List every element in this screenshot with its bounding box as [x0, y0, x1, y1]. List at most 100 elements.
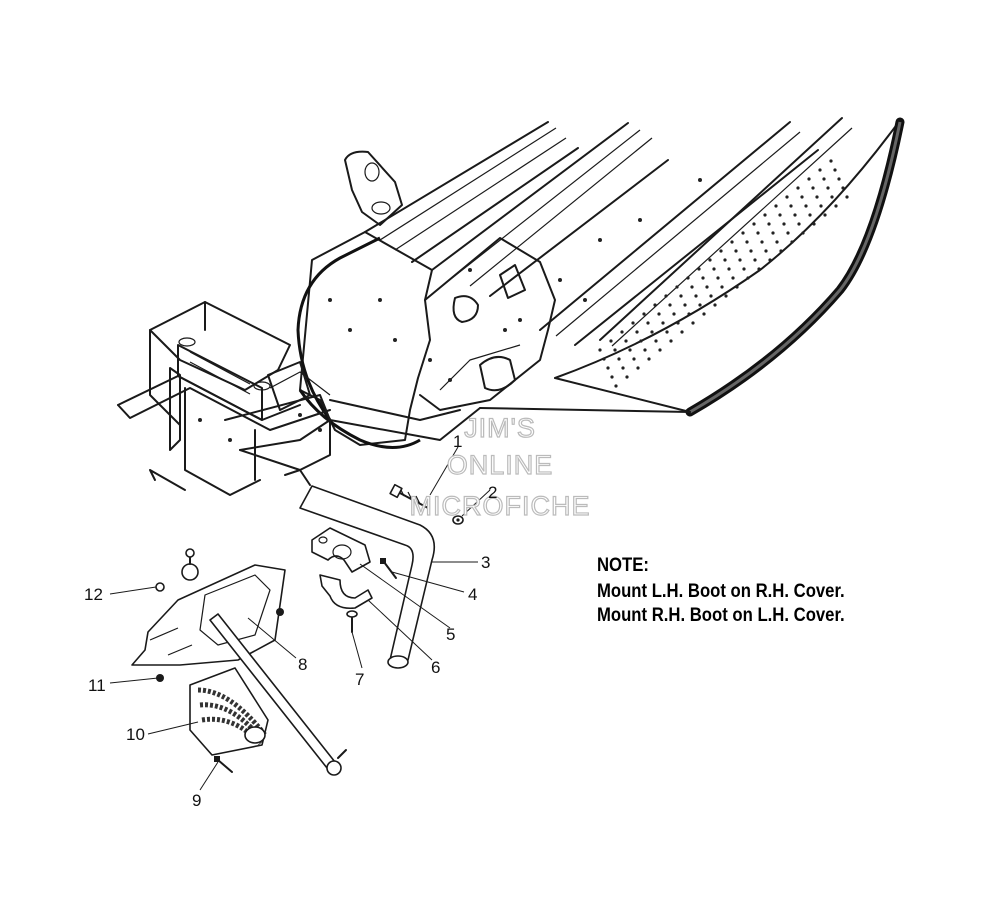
- perforation-hole: [698, 303, 702, 307]
- perforation-hole: [837, 177, 841, 181]
- perforation-hole: [819, 204, 823, 208]
- callout-labels: 1 2 3 4 5 6 7 8 9 10 11 12: [84, 432, 497, 810]
- perforation-hole: [753, 258, 757, 262]
- perforation-hole: [841, 186, 845, 190]
- perforation-hole: [723, 258, 727, 262]
- perforation-hole: [735, 285, 739, 289]
- perforation-hole: [690, 285, 694, 289]
- perforation-hole: [741, 231, 745, 235]
- frame-rivet: [328, 298, 332, 302]
- callout-8: 8: [298, 655, 307, 674]
- perforation-hole: [778, 213, 782, 217]
- perforation-hole: [624, 339, 628, 343]
- perforation-hole: [617, 357, 621, 361]
- perforation-hole: [628, 348, 632, 352]
- perforation-hole: [830, 195, 834, 199]
- perforation-hole: [793, 213, 797, 217]
- perforation-hole: [724, 294, 728, 298]
- perforation-hole: [822, 177, 826, 181]
- perforation-hole: [675, 285, 679, 289]
- part-11-screw: [156, 674, 164, 682]
- perforation-hole: [796, 186, 800, 190]
- perforation-hole: [745, 240, 749, 244]
- part-10-boot: [189, 667, 269, 756]
- perforation-hole: [808, 213, 812, 217]
- callout-12: 12: [84, 585, 103, 604]
- callout-9: 9: [192, 791, 201, 810]
- perforation-hole: [774, 204, 778, 208]
- watermark-line-1: JIM'S: [464, 413, 536, 443]
- perforation-hole: [785, 195, 789, 199]
- perforation-hole: [730, 240, 734, 244]
- perforation-hole: [811, 186, 815, 190]
- part-5-clamp: [311, 527, 371, 573]
- frame-rivet: [638, 218, 642, 222]
- perforation-hole: [686, 276, 690, 280]
- perforation-hole: [653, 303, 657, 307]
- perforation-hole: [789, 204, 793, 208]
- leader-lines: [109, 446, 491, 791]
- perforation-hole: [602, 357, 606, 361]
- part-1-bolt: [389, 483, 429, 509]
- callout-3: 3: [481, 553, 490, 572]
- perforation-hole: [713, 303, 717, 307]
- perforation-hole: [720, 285, 724, 289]
- perforation-hole: [763, 213, 767, 217]
- perforation-hole: [694, 294, 698, 298]
- perforation-hole: [801, 231, 805, 235]
- perforation-hole: [609, 339, 613, 343]
- perforation-hole: [742, 267, 746, 271]
- perforation-hole: [635, 330, 639, 334]
- perforation-hole: [823, 213, 827, 217]
- part-2-nut: [452, 515, 464, 525]
- perforation-hole: [757, 267, 761, 271]
- perforation-hole: [746, 276, 750, 280]
- perforation-hole: [661, 321, 665, 325]
- perforation-hole: [804, 204, 808, 208]
- perforation-hole: [826, 186, 830, 190]
- perforation-hole: [669, 339, 673, 343]
- note-heading: NOTE:: [597, 554, 649, 575]
- frame-rivet: [198, 418, 202, 422]
- perforation-hole: [749, 249, 753, 253]
- frame-rivet: [298, 413, 302, 417]
- part-9-screw: [214, 756, 233, 773]
- frame-rivet: [228, 438, 232, 442]
- perforation-hole: [760, 240, 764, 244]
- frame-rivet: [393, 338, 397, 342]
- perforation-hole: [654, 339, 658, 343]
- perforation-hole: [687, 312, 691, 316]
- perforation-hole: [767, 222, 771, 226]
- perforation-hole: [621, 366, 625, 370]
- watermark-line-3: MICROFICHE: [410, 491, 591, 521]
- part-3-steering-tube: [299, 485, 436, 669]
- perforation-hole: [708, 258, 712, 262]
- perforation-hole: [650, 330, 654, 334]
- frame-rivets: [198, 178, 702, 442]
- extra-screw-8: [276, 608, 284, 616]
- perforation-hole: [719, 249, 723, 253]
- perforation-hole: [625, 375, 629, 379]
- perforation-hole: [613, 348, 617, 352]
- perforation-hole: [834, 204, 838, 208]
- perforation-hole: [812, 222, 816, 226]
- perforation-hole: [672, 312, 676, 316]
- note-line-1: Mount L.H. Boot on R.H. Cover.: [597, 580, 845, 601]
- perforation-hole: [646, 321, 650, 325]
- perforation-hole: [643, 348, 647, 352]
- perforation-hole: [709, 294, 713, 298]
- perforation-hole: [697, 267, 701, 271]
- callout-10: 10: [126, 725, 145, 744]
- frame-rivet: [583, 298, 587, 302]
- frame-rivet: [598, 238, 602, 242]
- perforation-hole: [636, 366, 640, 370]
- callout-5: 5: [446, 625, 455, 644]
- frame-rivet: [348, 328, 352, 332]
- perforation-hole: [738, 258, 742, 262]
- perforation-hole: [632, 357, 636, 361]
- perforation-hole: [779, 249, 783, 253]
- perforation-hole: [683, 303, 687, 307]
- perforation-hole: [734, 249, 738, 253]
- perforation-hole: [657, 312, 661, 316]
- perforation-hole: [647, 357, 651, 361]
